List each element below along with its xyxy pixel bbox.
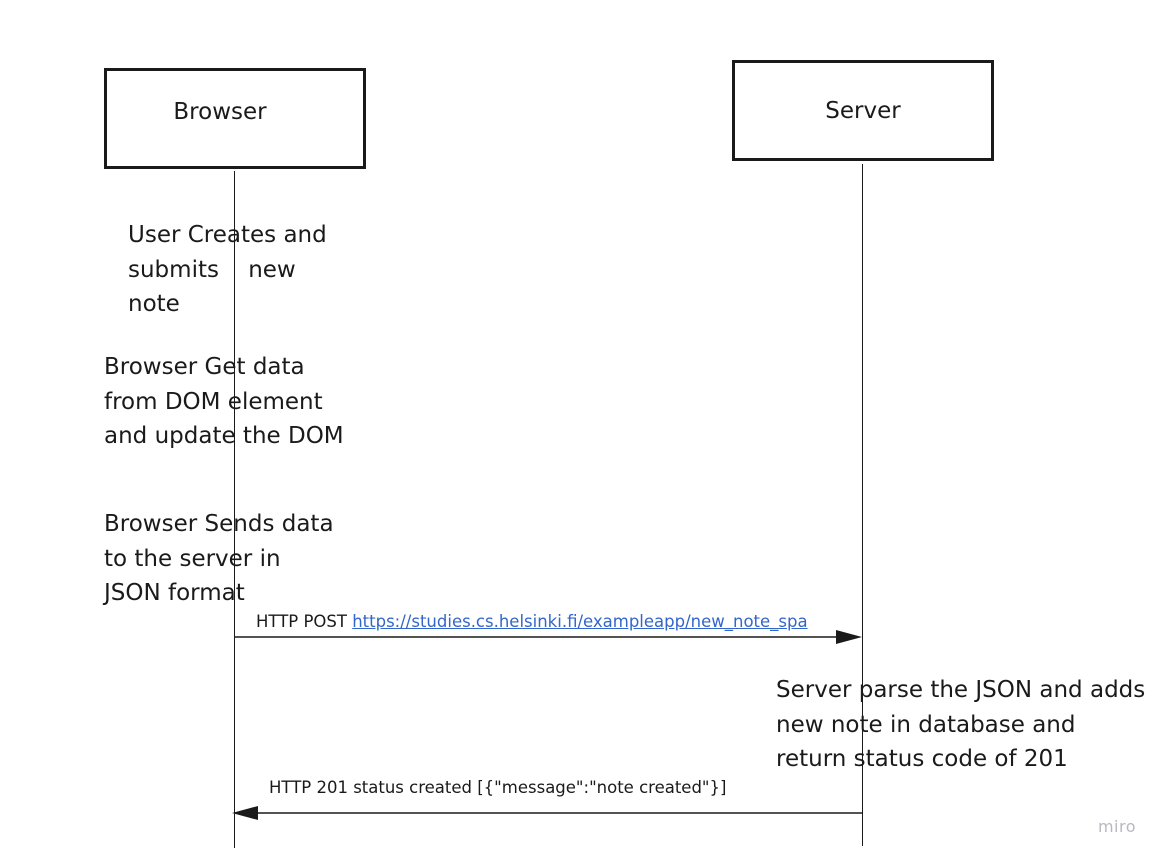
server-actor-label: Server	[825, 97, 901, 124]
browser-lifeline	[234, 171, 235, 848]
server-actor-box: Server	[732, 60, 994, 161]
post-url-link[interactable]: https://studies.cs.helsinki.fi/exampleap…	[352, 612, 808, 631]
post-method: HTTP POST	[256, 612, 347, 631]
miro-watermark: miro	[1097, 817, 1136, 836]
note-server-parse: Server parse the JSON and adds new note …	[776, 677, 1146, 772]
server-lifeline	[862, 164, 863, 846]
note-browser-get-data: Browser Get data from DOM element and up…	[104, 354, 344, 449]
note-browser-sends: Browser Sends data to the server in JSON…	[104, 511, 334, 606]
note-user-creates: User Creates and submits new note	[128, 222, 327, 317]
browser-actor-box: Browser	[104, 68, 366, 169]
response-message-label: HTTP 201 status created [{"message":"not…	[269, 778, 727, 797]
post-arrow	[235, 630, 862, 644]
post-message-label: HTTP POST https://studies.cs.helsinki.fi…	[256, 612, 808, 631]
response-arrow	[232, 806, 862, 820]
browser-actor-label: Browser	[173, 98, 267, 125]
